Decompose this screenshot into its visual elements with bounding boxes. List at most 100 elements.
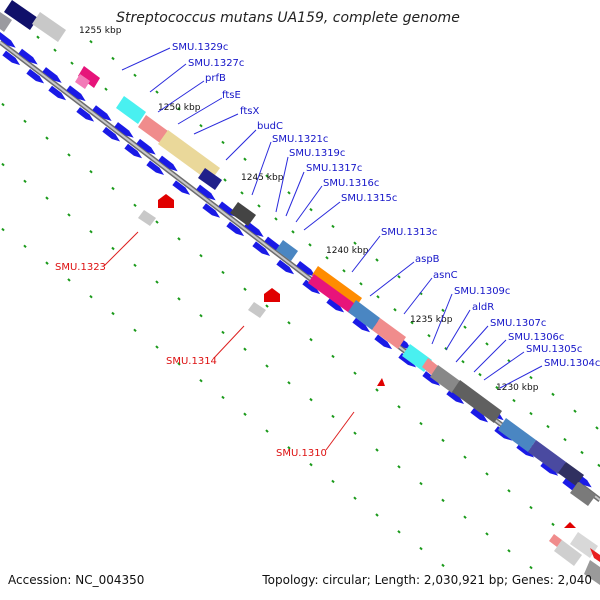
track-dot (243, 412, 247, 416)
track-dot (507, 549, 511, 553)
cds-arrow (374, 334, 393, 350)
gene-label[interactable]: SMU.1316c (323, 178, 379, 189)
reverse-leaders (103, 231, 355, 451)
track-dot (177, 107, 181, 111)
track-dot (309, 462, 313, 467)
track-dot (485, 532, 489, 536)
feature-box (528, 440, 566, 474)
track-dot (419, 546, 423, 551)
track-dot (353, 241, 357, 245)
track-dot (133, 203, 137, 207)
reverse-arrow (377, 378, 385, 386)
cds-arrow (540, 461, 559, 476)
scale-tick (36, 35, 40, 39)
cds-arrow (76, 107, 95, 122)
forward-leaders (121, 47, 543, 389)
feature-box (558, 462, 584, 486)
track-dot (111, 246, 115, 251)
feature-box (116, 96, 146, 124)
track-dot (485, 472, 489, 476)
scale-tick (291, 230, 295, 234)
feature-box (549, 534, 562, 547)
track-dot (243, 157, 247, 161)
scale-tick (546, 424, 550, 429)
gene-label[interactable]: SMU.1327c (188, 58, 244, 69)
cds-arrow (296, 261, 316, 277)
cds-arrow (114, 122, 134, 138)
kbp-label: 1250 kbp (158, 103, 201, 113)
scale-tick (410, 321, 414, 325)
reverse-arrow (264, 288, 280, 302)
feature-box (452, 380, 502, 423)
gene-label[interactable]: SMU.1314 (166, 356, 217, 367)
track-dot (529, 565, 533, 570)
track-dot (419, 421, 423, 426)
track-dot (177, 297, 181, 301)
track-dot (111, 311, 115, 316)
feature-box (75, 74, 90, 89)
gene-label[interactable]: SMU.1310 (276, 448, 327, 459)
reverse-gene-labels: SMU.1323 SMU.1314 SMU.1310 (55, 262, 327, 459)
feature-box (430, 365, 460, 393)
scale-tick (580, 450, 584, 455)
gene-label[interactable]: ftsE (222, 90, 241, 101)
feature-box (348, 300, 380, 330)
track-dot (67, 278, 71, 282)
gene-label[interactable]: SMU.1309c (454, 286, 510, 297)
gene-label[interactable]: SMU.1307c (490, 318, 546, 329)
feature-box (372, 318, 406, 349)
gene-label[interactable]: SMU.1323 (55, 262, 106, 273)
cds-arrow (352, 317, 371, 333)
cds-arrow (244, 221, 264, 238)
feature-box (32, 12, 66, 42)
gene-label[interactable]: SMU.1319c (289, 148, 345, 159)
cds-arrow (124, 143, 143, 159)
gene-label[interactable]: aspB (415, 254, 440, 265)
feature-box (570, 482, 596, 506)
cds-arrow (202, 203, 221, 218)
track-dot (155, 345, 159, 349)
track-dot (507, 489, 511, 493)
track-dot (265, 364, 269, 368)
gene-label[interactable]: SMU.1315c (341, 193, 397, 204)
gene-label[interactable]: SMU.1306c (508, 332, 564, 343)
track-dot (45, 196, 49, 200)
feature-box (570, 532, 598, 558)
accession-label: Accession: NC_004350 (8, 573, 144, 587)
gene-label[interactable]: SMU.1304c (544, 358, 600, 369)
track-dot (375, 258, 379, 262)
track-dot (375, 448, 379, 452)
cds-arrow (18, 48, 38, 65)
scale-tick (223, 178, 227, 182)
gene-label[interactable]: SMU.1321c (272, 134, 328, 145)
track-dot (221, 330, 225, 335)
cds-arrow (42, 67, 62, 83)
feature-box (138, 210, 156, 226)
gene-label[interactable]: ftsX (240, 106, 259, 117)
track-dot (375, 513, 379, 517)
track-dot (331, 224, 335, 229)
feature-box (4, 0, 38, 30)
gene-label[interactable]: SMU.1313c (381, 227, 437, 238)
gene-label[interactable]: SMU.1317c (306, 163, 362, 174)
feature-box (312, 266, 362, 307)
gene-label[interactable]: aldR (472, 302, 494, 313)
reverse-arrow (564, 522, 576, 528)
track-dot (155, 90, 159, 94)
track-dot (177, 362, 181, 366)
gene-label[interactable]: asnC (433, 270, 458, 281)
track-dot (1, 227, 5, 232)
track-dot (353, 496, 357, 500)
feature-box (276, 240, 298, 261)
gene-label[interactable]: SMU.1329c (172, 42, 228, 53)
kbp-label: 1245 kbp (241, 173, 284, 183)
track-dot (89, 169, 93, 174)
gene-label[interactable]: prfB (205, 73, 226, 84)
scale-tick (257, 204, 261, 208)
feature-box (554, 540, 582, 566)
track-dot (397, 405, 401, 409)
cds-arrow (252, 241, 271, 256)
gene-label[interactable]: SMU.1305c (526, 344, 582, 355)
gene-label[interactable]: budC (257, 121, 283, 132)
